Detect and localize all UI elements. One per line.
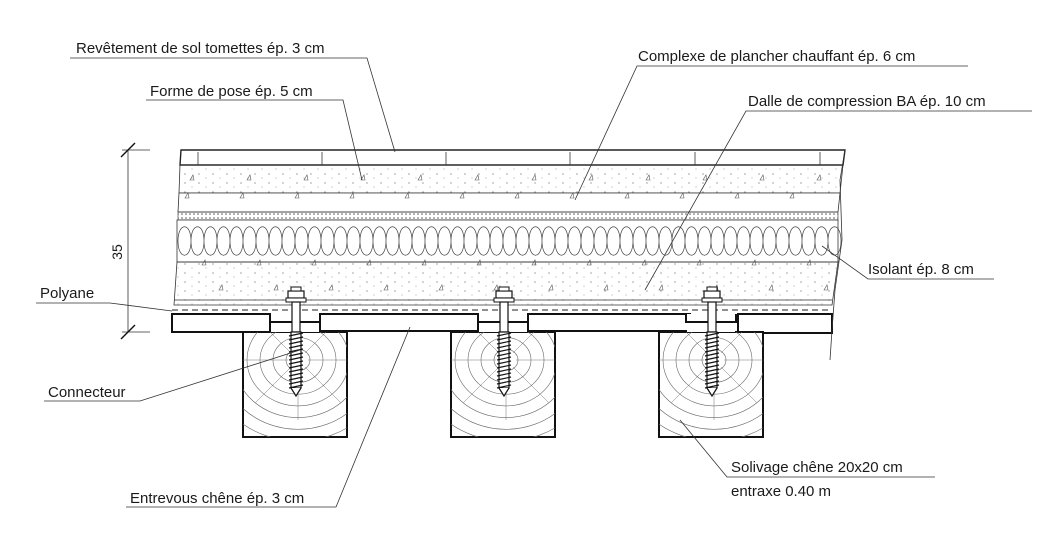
heating-floor-layer	[177, 192, 841, 221]
label-solivage: Solivage chêne 20x20 cm	[731, 459, 903, 476]
connectors	[285, 286, 723, 398]
label-polyane: Polyane	[40, 285, 94, 302]
label-entraxe: entraxe 0.40 m	[731, 483, 831, 500]
label-revetement: Revêtement de sol tomettes ép. 3 cm	[76, 40, 324, 57]
label-entrevous: Entrevous chêne ép. 3 cm	[130, 490, 304, 507]
insulation-layer	[176, 219, 842, 263]
label-dalle: Dalle de compression BA ép. 10 cm	[748, 93, 986, 110]
thickness-dimension: 35	[109, 142, 150, 340]
connector-3	[701, 286, 723, 398]
floor-layers	[172, 149, 846, 311]
connector-1	[285, 286, 307, 398]
label-forme-pose: Forme de pose ép. 5 cm	[150, 83, 313, 100]
oak-boards	[171, 313, 833, 334]
label-complexe: Complexe de plancher chauffant ép. 6 cm	[638, 48, 915, 65]
connector-2	[493, 286, 515, 398]
annotations: Revêtement de sol tomettes ép. 3 cm Form…	[36, 40, 1032, 508]
tile-layer	[179, 149, 846, 166]
label-isolant: Isolant ép. 8 cm	[868, 261, 974, 278]
mortar-bed-layer	[178, 164, 844, 194]
thickness-value: 35	[109, 244, 125, 260]
label-connecteur: Connecteur	[48, 384, 126, 401]
